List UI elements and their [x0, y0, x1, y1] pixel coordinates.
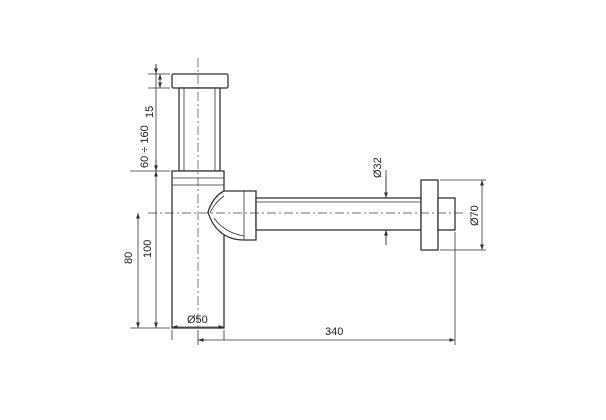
dim-label-rosette-diameter: Ø70	[469, 205, 481, 226]
wall-flange	[437, 197, 456, 231]
dim-label-body-diameter: Ø50	[187, 314, 208, 326]
dim-label-outlet-height: 80	[123, 252, 135, 264]
dim-label-length: 340	[325, 326, 343, 338]
dim-label-total-height: 100	[142, 240, 154, 258]
dim-label-cap: 15	[144, 106, 156, 118]
dim-label-adjust: 60 ÷ 160	[139, 125, 151, 168]
outlet-pipe	[255, 197, 422, 231]
wall-rosette	[420, 179, 439, 251]
inlet-tube	[178, 87, 221, 172]
dim-label-pipe-diameter: Ø32	[372, 157, 384, 178]
top-flange	[171, 73, 229, 89]
